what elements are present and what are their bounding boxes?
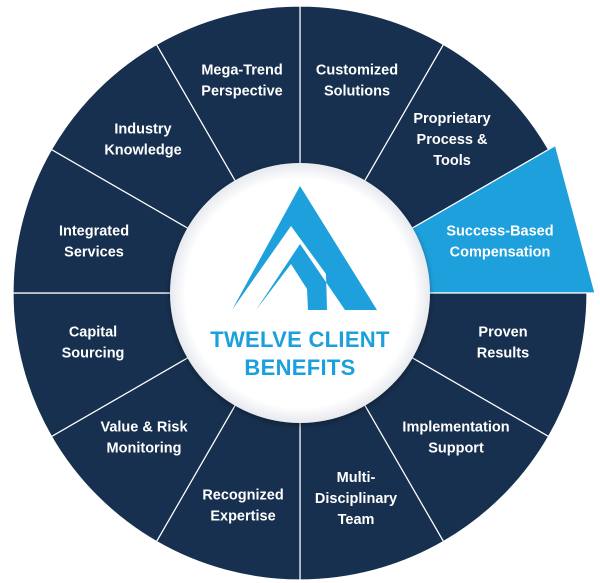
segment-label-line: Knowledge <box>104 143 181 159</box>
segment-label-line: Services <box>64 245 124 261</box>
segment-label-line: Proven <box>478 325 527 341</box>
segment-label-line: Process & <box>417 132 488 148</box>
segment-label-line: Team <box>338 512 375 528</box>
segment-label-line: Industry <box>114 122 171 138</box>
segment-label-line: Implementation <box>402 420 509 436</box>
center-disc <box>170 163 430 423</box>
segment-label-line: Monitoring <box>107 441 182 457</box>
center-title-line-2: BENEFITS <box>244 355 355 380</box>
center-logo-icon <box>232 186 377 310</box>
segment-label-line: Perspective <box>201 84 282 100</box>
segment-label-line: Results <box>477 346 529 362</box>
segment-label-line: Capital <box>69 325 117 341</box>
segment-label-line: Proprietary <box>413 111 490 127</box>
segment-label-line: Solutions <box>324 84 390 100</box>
segment-label-line: Support <box>428 441 484 457</box>
segment-label-line: Sourcing <box>62 346 125 362</box>
segment-label-line: Mega-Trend <box>201 63 282 79</box>
segment-label-line: Recognized <box>202 488 283 504</box>
segment-label-line: Expertise <box>210 509 275 525</box>
segment-label-line: Customized <box>316 63 398 79</box>
center-title-line-1: TWELVE CLIENT <box>210 327 390 352</box>
segment-label-line: Multi- <box>337 470 376 486</box>
segment-label-line: Success-Based <box>446 224 553 240</box>
segment-label-line: Value & Risk <box>100 420 188 436</box>
segment-label-line: Tools <box>433 153 471 169</box>
segment-label-line: Disciplinary <box>315 491 397 507</box>
segment-label-line: Compensation <box>450 245 551 261</box>
segment-label-line: Integrated <box>59 224 129 240</box>
